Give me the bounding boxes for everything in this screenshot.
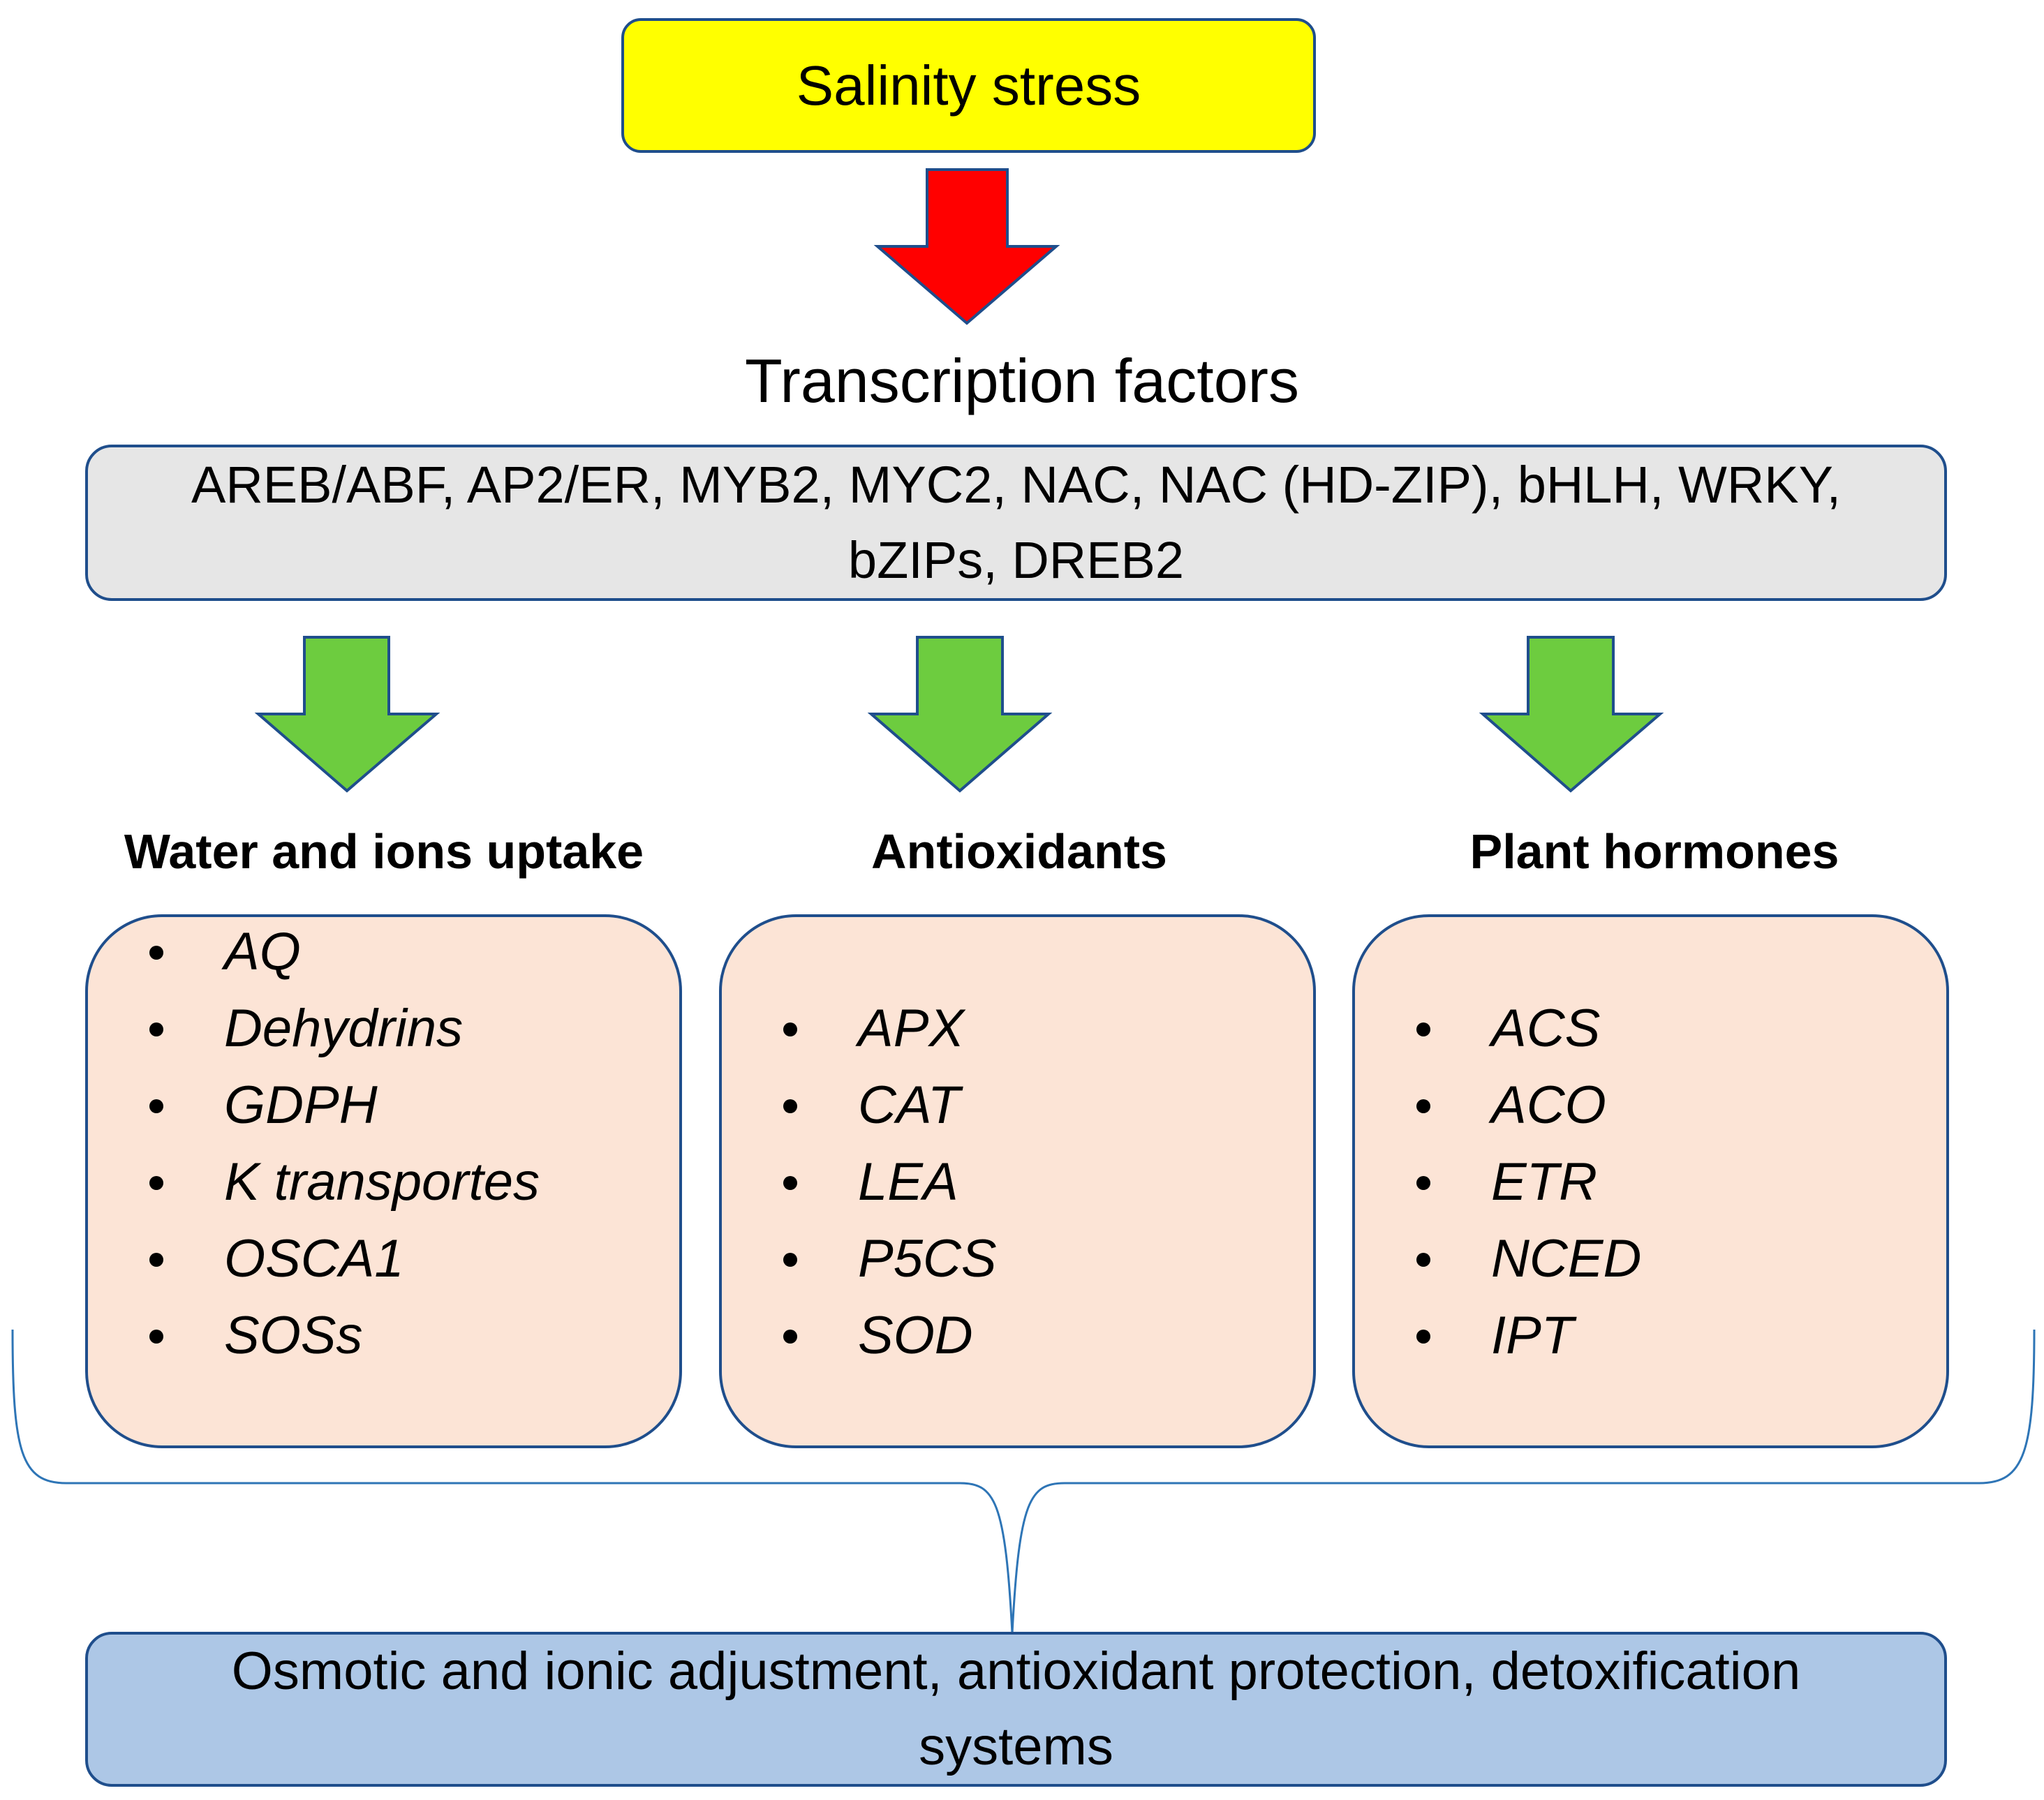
list-item: K transportes [88, 1144, 679, 1221]
salinity-stress-box: Salinity stress [621, 18, 1316, 153]
column-title-plant-hormones: Plant hormones [1469, 824, 1839, 879]
outcome-line-2: systems [919, 1717, 1113, 1776]
tf-list-line-1: AREB/ABF, AP2/ER, MYB2, MYC2, NAC, NAC (… [191, 456, 1842, 514]
outcome-box: Osmotic and ionic adjustment, antioxidan… [85, 1632, 1947, 1787]
bullet-icon [783, 1099, 797, 1113]
bullet-icon [783, 1253, 797, 1267]
plant-hormones-gene-box: ACS ACO ETR NCED IPT [1352, 914, 1949, 1448]
bullet-icon [149, 1099, 163, 1113]
list-item: Dehydrins [88, 990, 679, 1067]
list-item: SOD [722, 1297, 1313, 1374]
list-item: ACO [1355, 1067, 1946, 1144]
bullet-icon [1416, 1253, 1430, 1267]
list-item: ETR [1355, 1144, 1946, 1221]
antioxidants-gene-list: APX CAT LEA P5CS SOD [722, 990, 1313, 1374]
bullet-icon [149, 1176, 163, 1190]
list-item: ACS [1355, 990, 1946, 1067]
transcription-factors-box: AREB/ABF, AP2/ER, MYB2, MYC2, NAC, NAC (… [85, 445, 1947, 601]
water-ions-gene-box: AQ Dehydrins GDPH K transportes OSCA1 SO… [85, 914, 682, 1448]
bullet-icon [1416, 1330, 1430, 1344]
list-item: AQ [88, 914, 679, 990]
bullet-icon [783, 1330, 797, 1344]
bullet-icon [783, 1022, 797, 1036]
green-down-arrow-icon [254, 636, 440, 793]
antioxidants-gene-box: APX CAT LEA P5CS SOD [719, 914, 1316, 1448]
bullet-icon [149, 1330, 163, 1344]
list-item: IPT [1355, 1297, 1946, 1374]
list-item: CAT [722, 1067, 1313, 1144]
bullet-icon [1416, 1176, 1430, 1190]
list-item: P5CS [722, 1221, 1313, 1297]
list-item: LEA [722, 1144, 1313, 1221]
outcome-line-1: Osmotic and ionic adjustment, antioxidan… [231, 1642, 1801, 1701]
bullet-icon [149, 1253, 163, 1267]
water-ions-gene-list: AQ Dehydrins GDPH K transportes OSCA1 SO… [88, 914, 679, 1374]
bullet-icon [149, 1022, 163, 1036]
list-item: APX [722, 990, 1313, 1067]
bullet-icon [783, 1176, 797, 1190]
green-down-arrow-icon [867, 636, 1053, 793]
red-down-arrow-icon [873, 168, 1060, 325]
transcription-factors-title: Transcription factors [745, 346, 1299, 415]
column-title-antioxidants: Antioxidants [871, 824, 1167, 879]
green-down-arrow-icon [1479, 636, 1664, 793]
bullet-icon [1416, 1022, 1430, 1036]
tf-list-line-2: bZIPs, DREB2 [847, 531, 1185, 589]
plant-hormones-gene-list: ACS ACO ETR NCED IPT [1355, 990, 1946, 1374]
bullet-icon [149, 946, 163, 960]
column-title-water-ions: Water and ions uptake [124, 824, 644, 879]
bullet-icon [1416, 1099, 1430, 1113]
list-item: NCED [1355, 1221, 1946, 1297]
salinity-stress-label: Salinity stress [796, 54, 1141, 117]
list-item: GDPH [88, 1067, 679, 1144]
list-item: OSCA1 [88, 1221, 679, 1297]
list-item: SOSs [88, 1297, 679, 1374]
